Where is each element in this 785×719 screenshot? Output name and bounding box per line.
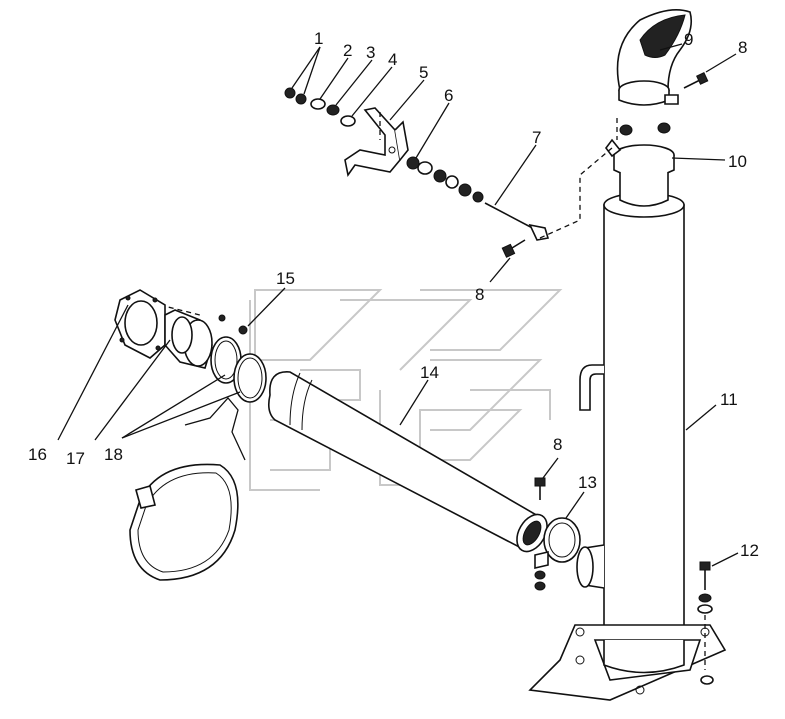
label-5: 5 xyxy=(419,63,428,82)
label-8-upper: 8 xyxy=(738,38,747,57)
label-14: 14 xyxy=(420,363,439,382)
bolt-12 xyxy=(697,561,714,685)
label-12: 12 xyxy=(740,541,759,560)
label-11: 11 xyxy=(720,390,738,409)
label-16: 16 xyxy=(28,445,47,464)
label-17: 17 xyxy=(66,449,85,468)
rain-cap-elbow xyxy=(616,9,693,106)
label-15: 15 xyxy=(276,269,295,288)
label-4: 4 xyxy=(388,50,397,69)
label-9: 9 xyxy=(684,30,693,49)
upper-clamp xyxy=(605,122,675,207)
rod-hardware xyxy=(406,156,484,203)
seal-rings xyxy=(210,336,267,403)
label-6: 6 xyxy=(444,86,453,105)
label-3: 3 xyxy=(366,43,375,62)
label-1: 1 xyxy=(314,29,323,48)
label-8-middle: 8 xyxy=(475,285,484,304)
bolt-8-middle xyxy=(501,239,526,258)
lower-clamp xyxy=(534,517,581,591)
label-2: 2 xyxy=(343,41,352,60)
label-7: 7 xyxy=(532,128,541,147)
part-labels: 1 2 3 4 5 6 7 8 9 8 10 15 14 11 16 17 18… xyxy=(28,29,759,560)
band-clamp-large xyxy=(129,463,239,581)
leader-lines xyxy=(57,43,739,567)
washers-and-nuts-group xyxy=(284,87,356,127)
flange-gasket xyxy=(114,289,166,359)
label-13: 13 xyxy=(578,473,597,492)
bolt-8-lower xyxy=(534,477,546,500)
label-18: 18 xyxy=(104,445,123,464)
label-8-lower: 8 xyxy=(553,435,562,454)
support-rod xyxy=(484,202,550,241)
label-10: 10 xyxy=(728,152,747,171)
mounting-bracket xyxy=(344,107,409,177)
flange-adapter xyxy=(164,309,213,369)
connecting-pipe xyxy=(268,371,548,553)
bolt-8-upper xyxy=(683,72,709,89)
